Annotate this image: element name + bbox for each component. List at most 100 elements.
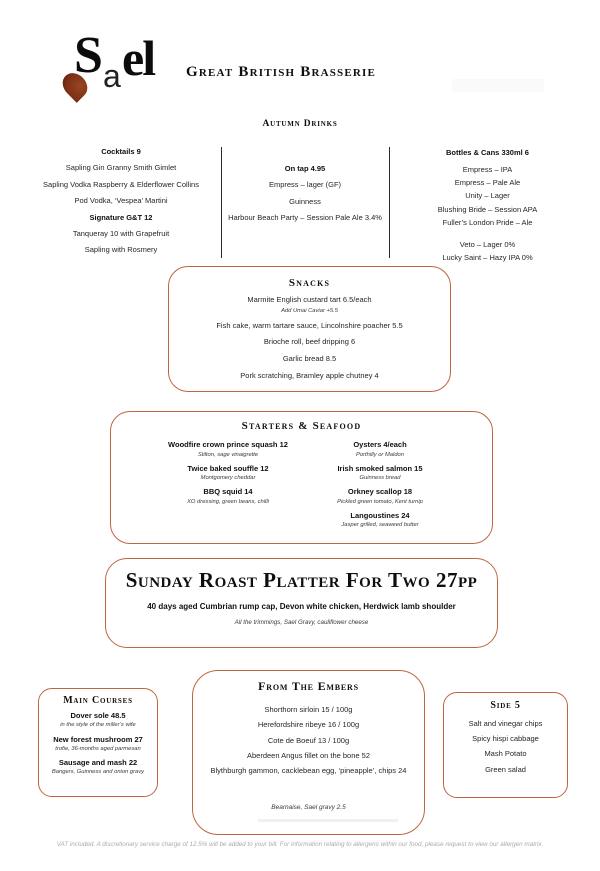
cocktails-column: Cocktails 9 Sapling Gin Granny Smith Gim… [25,144,217,259]
menu-item-note: Jasper grilled, seaweed butter [341,522,419,528]
menu-item-note: in the style of the miller’s wife [60,722,136,728]
embers-card: From The Embers Shorthorn sirloin 15 / 1… [192,670,425,835]
menu-item-note: Guinness bread [359,475,401,481]
drink-item: Unity – Lager [465,191,510,201]
column-divider [389,147,390,258]
menu-item: Pork scratching, Bramley apple chutney 4 [169,370,450,383]
drink-item: Sapling Gin Granny Smith Gimlet [65,163,177,173]
drink-item: Empress – Pale Ale [454,178,521,188]
drink-item: Sapling Vodka Raspberry & Elderflower Co… [43,179,199,189]
bottles-heading: Bottles & Cans 330ml 6 [446,148,529,157]
menu-item: BBQ squid 14 XO dressing, green beans, c… [152,486,304,507]
menu-item-note: Pickled green tomato, Kent turnip [337,498,423,505]
menu-item-name: Woodfire crown prince squash 12 [168,440,288,449]
on-tap-column: On tap 4.95 Empress – lager (GF)Guinness… [228,144,382,227]
drinks-heading: Autumn Drinks [262,119,338,129]
snacks-heading: Snacks [288,277,331,289]
snacks-items: Marmite English custard tart 6.5/each Ad… [169,294,450,382]
starters-heading: Starters & Seafood [241,420,362,432]
menu-item: Woodfire crown prince squash 12 Stilton,… [152,439,304,460]
menu-item: Langoustines 24 Jasper grilled, seaweed … [304,510,456,531]
menu-item: Fish cake, warm tartare sauce, Lincolnsh… [169,320,450,333]
menu-item: Garlic bread 8.5 [169,353,450,366]
menu-item: Sausage and mash 22 Bangers, Guinness an… [39,757,157,777]
menu-item: Shorthorn sirloin 15 / 100g [264,705,353,714]
menu-item-note: Stilton, sage vinaigrette [197,451,259,458]
mains-items: Dover sole 48.5 in the style of the mill… [39,710,157,777]
logo-letter-s: S [74,27,103,84]
drink-item: Blushing Bride – Session APA [437,204,538,214]
roast-trimmings-note: All the trimmings, Sael Gravy, cauliflow… [234,619,369,626]
menu-item: Salt and vinegar chips [468,719,543,728]
mains-card: Main Courses Dover sole 48.5 in the styl… [38,688,158,797]
menu-item: New forest mushroom 27 trofie, 36-months… [39,734,157,754]
embers-heading: From The Embers [258,679,359,693]
menu-item-name: Marmite English custard tart 6.5/each [247,295,372,304]
drink-item: Sapling with Rosmery [84,245,158,255]
sides-heading: Side 5 [490,700,521,711]
embers-sauce-note: Bearnaise, Sael gravy 2.5 [271,804,346,812]
menu-item: Green salad [485,764,526,774]
on-tap-heading: On tap 4.95 [284,164,326,173]
drink-item: Harbour Beach Party – Session Pale Ale 3… [228,213,382,223]
menu-item-name: Oysters 4/each [353,440,407,449]
menu-item-name: Pork scratching, Bramley apple chutney 4 [240,370,379,380]
menu-item-name: BBQ squid 14 [203,487,253,496]
menu-item: Cote de Boeuf 13 / 100g [267,735,350,745]
menu-item-note: Porthilly or Maldon [355,451,404,458]
menu-item: Spicy hispi cabbage [472,734,539,744]
signature-gt-heading: Signature G&T 12 [89,212,153,222]
sael-logo: S a el [57,30,192,114]
menu-item: Brioche roll, beef dripping 6 [169,336,450,349]
menu-item: Blythburgh gammon, cacklebean egg, ‘pine… [210,766,407,776]
menu-item: Twice baked souffle 12 Montgomery chedda… [152,463,304,484]
menu-item: Mash Potato [484,749,527,759]
drink-item: Veto – Lager 0% [459,240,516,250]
roast-description: 40 days aged Cumbrian rump cap, Devon wh… [147,602,456,611]
menu-item-name: Twice baked souffle 12 [187,463,269,473]
drink-item: Empress – IPA [462,165,513,174]
menu-item: Aberdeen Angus fillet on the bone 52 [246,750,370,760]
menu-item-name: Orkney scallop 18 [347,487,413,496]
drink-item: Lucky Saint – Hazy IPA 0% [442,253,533,263]
menu-item: Marmite English custard tart 6.5/each Ad… [169,294,450,316]
zero-alcohol-items: Veto – Lager 0% Lucky Saint – Hazy IPA 0% [395,238,580,264]
drink-item: Pod Vodka, ‘Vespea’ Martini [74,196,168,206]
menu-item-note: Montgomery cheddar [200,475,256,481]
menu-item-name: Brioche roll, beef dripping 6 [263,337,356,347]
menu-item-name: Langoustines 24 [350,510,410,520]
menu-item: Dover sole 48.5 in the style of the mill… [39,710,157,730]
footer-note: VAT included. A discretionary service ch… [56,841,544,848]
drink-item: Guinness [289,196,321,206]
menu-item: Herefordshire ribeye 16 / 100g [257,720,360,730]
menu-item-name: Garlic bread 8.5 [282,354,337,364]
logo-letter-a: a [103,58,121,94]
menu-item-note: XO dressing, green beans, chilli [187,498,269,505]
footer-smudge [258,819,398,822]
menu-item-name: Irish smoked salmon 15 [337,463,423,473]
menu-item: Irish smoked salmon 15 Guinness bread [304,463,456,484]
logo-letters-el: el [122,30,156,86]
mains-heading: Main Courses [63,695,133,706]
menu-item-name: New forest mushroom 27 [53,734,143,744]
menu-item-name: Dover sole 48.5 [70,711,126,720]
starters-right-column: Oysters 4/each Porthilly or Maldon Irish… [304,439,456,533]
menu-item-note: Bangers, Guinness and onion gravy [51,769,145,775]
snacks-card: Snacks Marmite English custard tart 6.5/… [168,266,451,392]
roast-card: Sunday Roast Platter For Two 27pp 40 day… [105,558,498,648]
menu-item-note: Add Umai Caviar +5.5 [281,307,338,314]
page-title: Great British Brasserie [186,64,377,80]
menu-item: Orkney scallop 18 Pickled green tomato, … [304,486,456,507]
cocktails-heading: Cocktails 9 [101,147,141,156]
starters-left-column: Woodfire crown prince squash 12 Stilton,… [152,439,304,533]
starters-columns: Woodfire crown prince squash 12 Stilton,… [152,439,456,533]
column-divider [221,147,222,258]
bottles-column: Bottles & Cans 330ml 6 Empress – IPA Empr… [395,144,580,264]
